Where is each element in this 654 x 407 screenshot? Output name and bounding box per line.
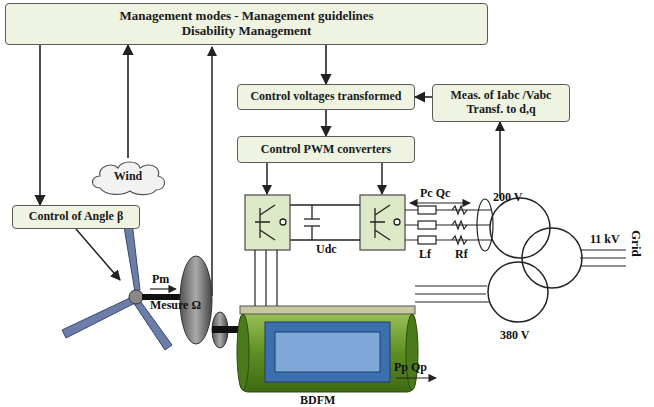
signal-arrow [325, 45, 327, 84]
signal-arrow [415, 96, 432, 98]
process-box: Control PWM converters [237, 136, 415, 163]
converters [245, 195, 405, 250]
signal-arrow [127, 45, 129, 158]
signal-arrow [325, 110, 327, 136]
power-wires [255, 203, 626, 378]
inductor-label: Lf [419, 247, 431, 262]
box-text: Control voltages transformed [250, 90, 401, 104]
voltage-label: 11 kV [590, 232, 620, 247]
resistor-label: Rf [455, 247, 468, 262]
voltage-label: 200 V [493, 190, 522, 205]
box-text: Meas. of Iabc /Vabc Transf. to d,q [439, 89, 563, 117]
transformer [488, 198, 582, 322]
filter-inductors-resistors [418, 206, 467, 244]
box-text: Control PWM converters [261, 143, 391, 157]
measure-label: Mesure Ω [150, 298, 201, 313]
wind-turbine [62, 213, 246, 350]
process-box: Management modes - Management guidelines… [5, 3, 488, 45]
process-box: Control voltages transformed [237, 84, 415, 110]
process-box: Control of Angle β [12, 205, 140, 229]
power-label: Pp Qp [394, 360, 427, 375]
box-text: Management modes - Management guidelines… [92, 9, 402, 39]
box-text: Control of Angle β [29, 210, 123, 224]
machine-label: BDFM [300, 393, 335, 407]
grid-label: Grid [628, 230, 644, 257]
power-label: Pc Qc [420, 186, 450, 201]
bdfm-machine [237, 306, 418, 392]
signal-arrow [39, 45, 41, 205]
box-text: Wind [114, 170, 142, 184]
process-box: Meas. of Iabc /Vabc Transf. to d,q [432, 84, 570, 122]
power-label: Pm [152, 272, 169, 287]
voltage-label: 380 V [500, 328, 529, 343]
voltage-label: Udc [316, 242, 337, 257]
cloud-shape: Wind [88, 158, 168, 196]
